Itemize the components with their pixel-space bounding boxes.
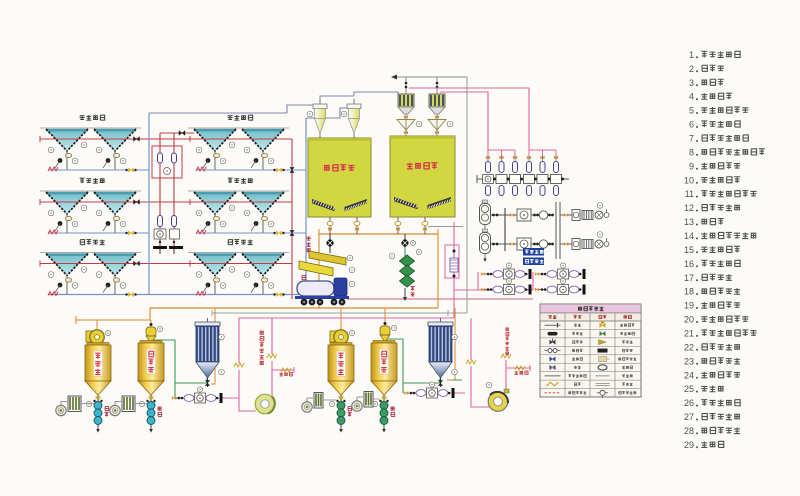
svg-text:12: 12: [684, 203, 694, 213]
svg-text:2: 2: [689, 64, 694, 74]
svg-text:7: 7: [689, 134, 694, 144]
svg-text:19: 19: [684, 301, 694, 311]
svg-text:23: 23: [684, 356, 694, 366]
svg-text:6: 6: [689, 120, 694, 130]
svg-text:24: 24: [684, 370, 694, 380]
svg-text:16: 16: [684, 259, 694, 269]
svg-text:26: 26: [684, 398, 694, 408]
svg-text:9: 9: [689, 161, 694, 171]
svg-text:21: 21: [684, 329, 694, 339]
svg-text:14: 14: [684, 231, 694, 241]
svg-text:25: 25: [684, 384, 694, 394]
svg-text:4: 4: [689, 92, 694, 102]
svg-text:22: 22: [684, 342, 694, 352]
svg-text:13: 13: [684, 217, 694, 227]
svg-text:15: 15: [684, 245, 694, 255]
svg-text:10: 10: [684, 175, 694, 185]
svg-text:3: 3: [689, 78, 694, 88]
svg-text:1: 1: [689, 50, 694, 60]
svg-text:20: 20: [684, 315, 694, 325]
svg-text:28: 28: [684, 426, 694, 436]
svg-text:8: 8: [689, 147, 694, 157]
svg-text:17: 17: [684, 273, 694, 283]
svg-text:18: 18: [684, 287, 694, 297]
svg-text:29: 29: [684, 440, 694, 450]
svg-text:5: 5: [689, 106, 694, 116]
svg-text:11: 11: [685, 189, 694, 199]
svg-text:27: 27: [684, 412, 694, 422]
